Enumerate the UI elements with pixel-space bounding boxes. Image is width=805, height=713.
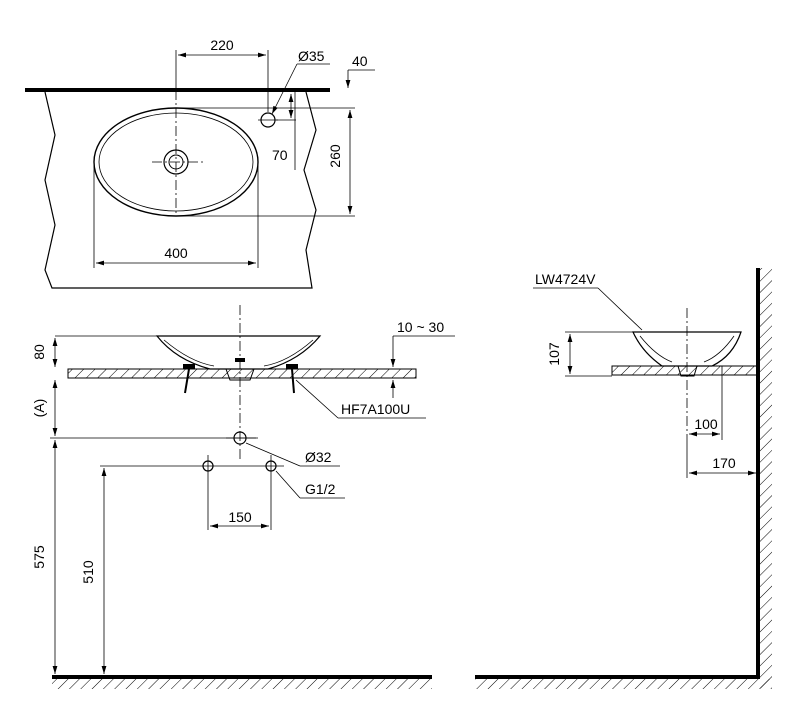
top-view: 220 Ø35 40 70 260 400 [25,37,375,289]
front-view: 80 (A) 10 ~ 30 HF7A100U Ø32 G1/2 150 [31,305,455,689]
front-counter-slab [67,368,417,379]
side-wall-hatch [760,268,772,688]
model-label: LW4724V [535,271,596,287]
side-floor-hatch [475,679,772,689]
dim-thread-label: G1/2 [305,481,336,497]
side-counter-slab [611,365,759,376]
dim-counter-range-label: 10 ~ 30 [397,319,444,335]
dim-drain-dia-label: Ø32 [305,449,332,465]
dim-drain-from-wall-label: 100 [694,416,718,432]
front-waste-fitting [225,368,255,381]
dim-hole-setback-label: 70 [272,147,288,163]
dim-hole-dia-label: Ø35 [298,48,325,64]
front-basin-inner [163,339,314,367]
dim-basin-depth-label: 260 [327,144,343,168]
dim-drain-dia-leader [245,442,301,467]
side-view: LW4724V 107 100 170 [475,268,772,689]
front-fixing-bolt-left [183,364,195,394]
part-drain-leader [295,379,339,419]
front-fixing-bolt-right [286,364,298,394]
dim-tap-offset-label: 220 [210,37,234,53]
dim-drain-height-label: 575 [31,545,47,569]
side-waste-fitting [677,365,698,377]
dim-basin-width-label: 400 [164,245,188,261]
dim-basin-height-label: 80 [31,344,47,360]
dim-side-height-label: 107 [546,342,562,366]
side-basin-inner [639,335,735,363]
front-tap-stub [235,358,245,362]
dim-thread-leader [275,470,301,499]
dim-supply-spacing-label: 150 [228,509,252,525]
front-floor-hatch [52,679,432,689]
side-basin-body [632,331,742,367]
dim-basin-from-wall-label: 170 [712,455,736,471]
dim-hole-dia-leader [271,63,298,115]
dim-a-label: (A) [31,399,47,418]
dim-counter-thickness-label: 40 [352,53,368,69]
part-drain-label: HF7A100U [341,401,410,417]
counter-outline [44,91,317,289]
model-leader [597,287,643,331]
dim-supply-height-label: 510 [80,560,96,584]
